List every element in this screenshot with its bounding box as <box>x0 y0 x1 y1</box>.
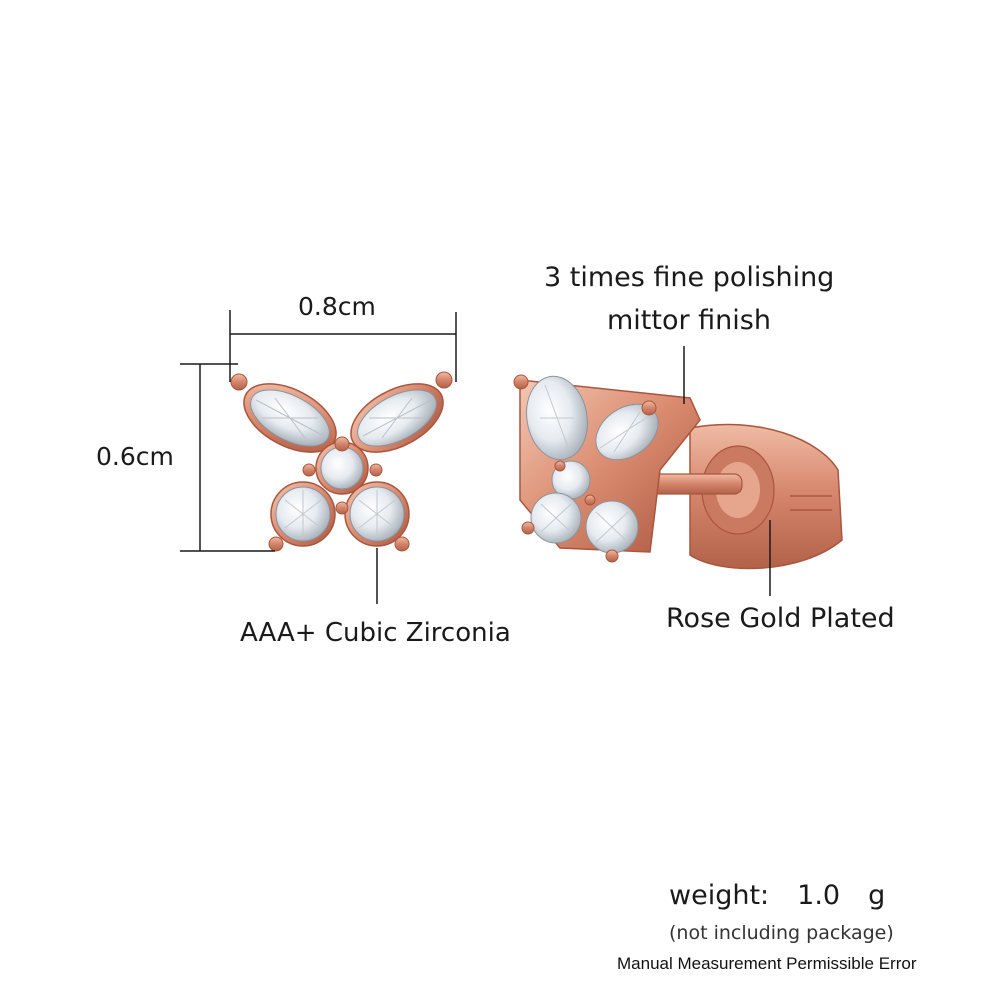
side-right-wing <box>595 403 659 461</box>
right-upper-wing <box>350 383 444 453</box>
center-stone <box>315 441 369 495</box>
left-upper-wing <box>243 383 337 453</box>
lower-right-stone <box>344 481 410 547</box>
polish-callout-line2: mittor finish <box>607 305 771 336</box>
height-dimension-label: 0.6cm <box>96 442 174 471</box>
stones-callout-label: AAA+ Cubic Zirconia <box>240 618 511 648</box>
dimension-lines <box>180 310 771 604</box>
side-lower-right-stone <box>585 500 639 554</box>
butterfly-earring-side <box>513 374 843 570</box>
ear-nut <box>689 423 843 570</box>
butterfly-earring-front <box>230 371 453 552</box>
side-left-wing <box>526 375 588 461</box>
measurement-disclaimer: Manual Measurement Permissible Error <box>617 954 917 973</box>
width-dimension-label: 0.8cm <box>298 292 376 321</box>
side-lower-left-stone <box>530 492 582 544</box>
weight-label: weight: <box>669 880 770 911</box>
weight-note: (not including package) <box>669 922 894 944</box>
polish-callout-line1: 3 times fine polishing <box>544 262 835 293</box>
weight-value: 1.0 <box>797 880 841 911</box>
lower-left-stone <box>270 481 336 547</box>
weight-unit: g <box>868 880 886 911</box>
side-prongs <box>513 374 657 563</box>
weight-row: weight: 1.0 g <box>669 880 885 911</box>
plating-callout-label: Rose Gold Plated <box>666 603 895 634</box>
prongs <box>230 371 453 552</box>
